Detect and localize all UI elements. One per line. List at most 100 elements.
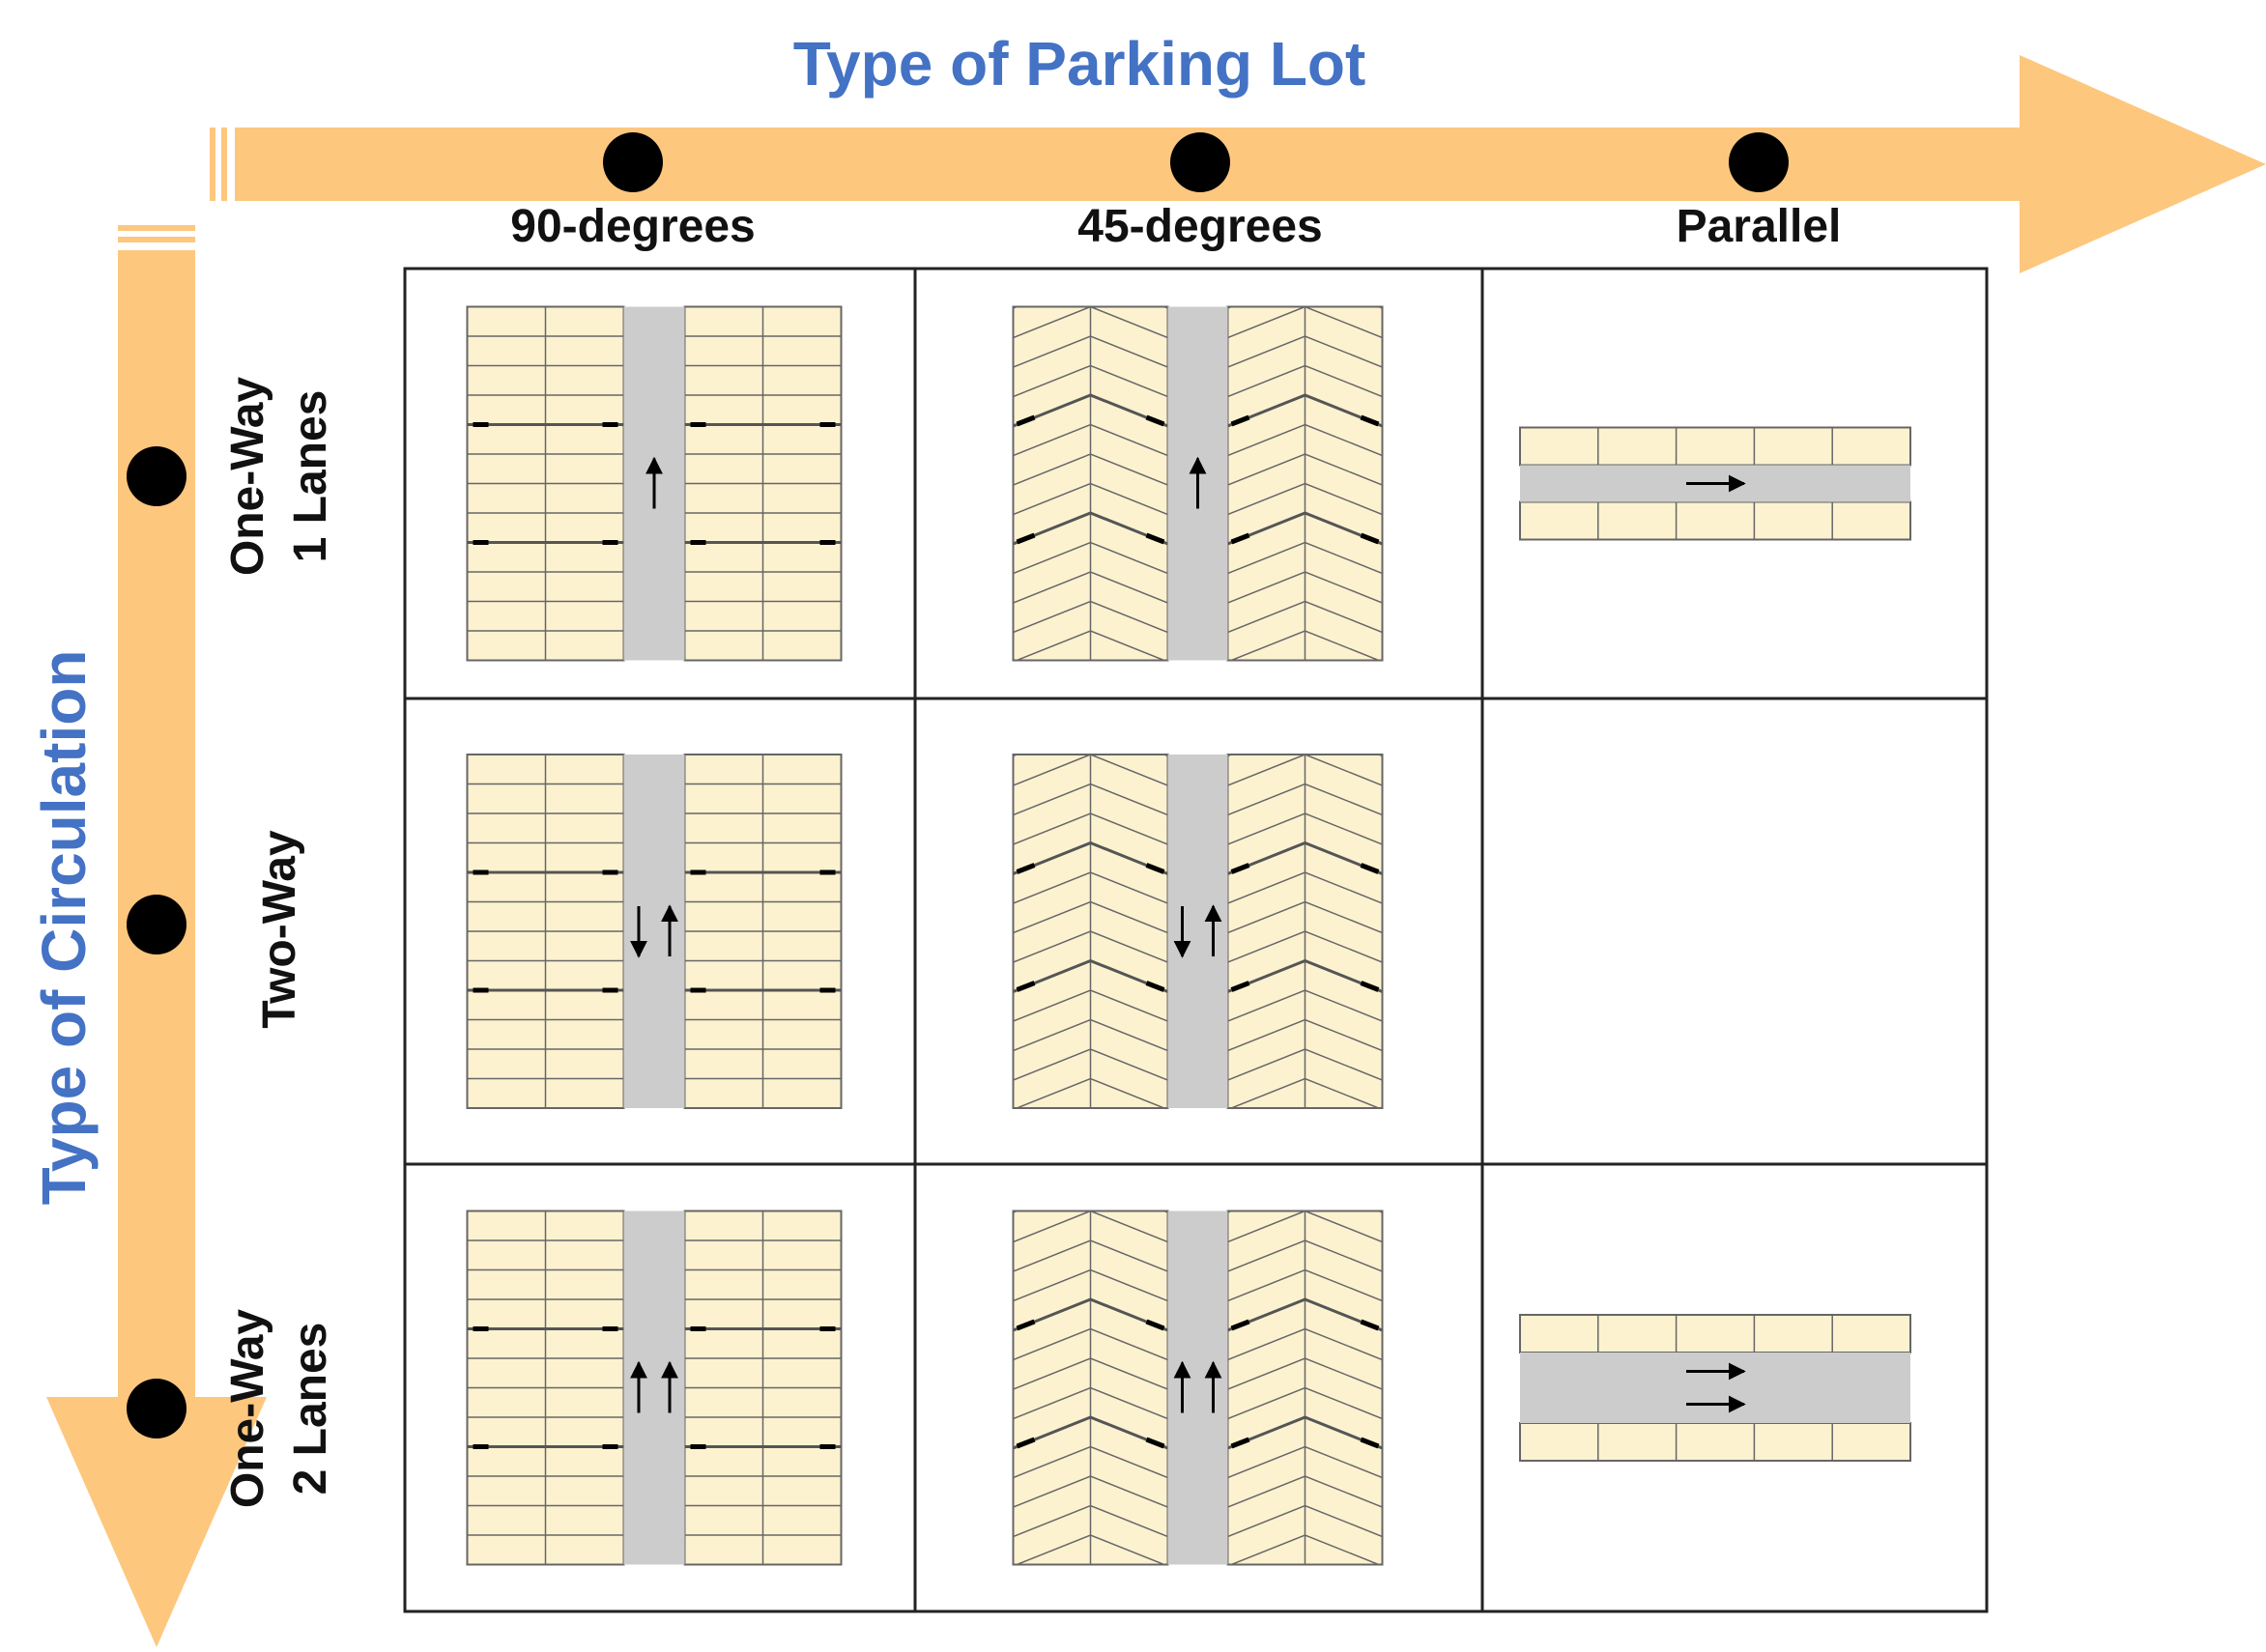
x-axis-arrow-tail-stripe-2	[221, 128, 227, 201]
stall-line-diagonal	[1013, 1475, 1168, 1508]
island-separator	[1013, 511, 1168, 546]
stall-line-diagonal	[1013, 306, 1168, 339]
stall-line-diagonal	[1227, 1211, 1383, 1243]
stall-line-diagonal	[1227, 1211, 1383, 1213]
stall-line-diagonal	[1013, 306, 1168, 309]
column-label-90-degrees: 90-degrees	[510, 201, 755, 252]
curb-stop	[1360, 1437, 1380, 1449]
stall-line-diagonal	[1228, 1594, 1383, 1625]
curb-stop	[1145, 1319, 1165, 1331]
stall-line-diagonal	[1227, 755, 1383, 757]
x-axis-title: Type of Parking Lot	[793, 29, 1366, 99]
aisle	[623, 755, 685, 1108]
stall-line-diagonal	[1013, 1211, 1168, 1213]
stall-line-diagonal	[1013, 1357, 1168, 1390]
stall-line-diagonal	[1088, 1563, 1093, 1565]
curb-stop	[1016, 981, 1036, 992]
stall-line-diagonal	[1227, 1268, 1383, 1302]
stall-line-diagonal	[1227, 364, 1383, 398]
curb-stop	[1016, 1437, 1036, 1449]
y-axis-title: Type of Circulation	[29, 650, 99, 1206]
y-axis-arrow-shaft	[118, 250, 195, 1402]
stall-line-diagonal	[1013, 1211, 1168, 1243]
stall-line-diagonal	[1227, 1445, 1383, 1479]
island-separator	[1227, 1415, 1383, 1450]
stall-line-diagonal	[1013, 1048, 1168, 1081]
chevron-lines-right	[1227, 1211, 1383, 1625]
stall-line-diagonal	[1227, 1475, 1383, 1508]
stall-line-diagonal	[1013, 755, 1168, 757]
stall-line-diagonal	[1013, 571, 1168, 604]
column-label-parallel: Parallel	[1677, 201, 1842, 252]
stall-line-diagonal	[1303, 1563, 1307, 1565]
x-axis-dot-90-degrees	[603, 132, 663, 192]
stall-line-diagonal	[1227, 541, 1383, 575]
stall-line-diagonal	[1227, 453, 1383, 486]
cell-r2-c2	[1012, 754, 1384, 1109]
curb-stop	[1016, 1319, 1036, 1331]
stall-line-diagonal	[1013, 989, 1168, 1022]
cell-r3-c2	[1012, 1210, 1384, 1625]
curb-stop	[1230, 1319, 1250, 1331]
curb-stop	[1360, 981, 1380, 992]
curb-stop	[1360, 863, 1380, 874]
aisle	[1520, 1353, 1910, 1423]
island-separator	[1227, 1297, 1383, 1332]
stall-row-top	[1519, 426, 1911, 467]
stall-line-diagonal	[1013, 1018, 1168, 1052]
curb-stop	[1360, 532, 1380, 545]
stall-line-diagonal	[1229, 630, 1381, 661]
curb-stop	[1230, 863, 1250, 874]
island-separator	[1013, 1415, 1168, 1450]
column-label-45-degrees: 45-degrees	[1077, 201, 1322, 252]
stall-line-diagonal	[1227, 900, 1383, 934]
curb-stop	[1016, 532, 1036, 545]
chevron-lines-left	[1013, 755, 1168, 1108]
chevron-lines-right	[1227, 755, 1383, 1108]
island-separator	[1013, 958, 1168, 993]
row-label-one-way-1-lane-line2: 1 Lanes	[285, 390, 336, 563]
y-axis-arrow-tail-stripe-2	[118, 237, 195, 242]
stall-line-diagonal	[1015, 630, 1166, 661]
stall-line-diagonal	[1013, 783, 1168, 816]
stall-line-diagonal	[1227, 482, 1383, 516]
stall-line-diagonal	[1227, 335, 1383, 368]
row-label-two-way: Two-Way	[254, 830, 305, 1029]
stall-line-diagonal	[1013, 364, 1168, 398]
stall-line-diagonal	[1013, 812, 1168, 845]
stall-row-top	[1519, 1314, 1911, 1353]
stall-line-diagonal	[1227, 1504, 1383, 1538]
curb-stop	[1360, 414, 1380, 427]
x-axis-arrow	[210, 55, 2266, 273]
stall-line-diagonal	[1227, 1048, 1383, 1081]
y-axis-arrow	[46, 225, 267, 1647]
stall-line-diagonal	[1227, 930, 1383, 963]
stall-line-diagonal	[1088, 1107, 1093, 1108]
stall-line-diagonal	[1013, 1386, 1168, 1420]
stall-line-diagonal	[1227, 1386, 1383, 1420]
curb-stop	[1145, 863, 1165, 874]
chevron-lines-left	[1013, 1211, 1168, 1625]
stall-line-diagonal	[1227, 1018, 1383, 1052]
stall-line-diagonal	[1015, 1534, 1166, 1565]
y-axis-arrow-head	[46, 1397, 267, 1647]
curb-stop	[1360, 1319, 1380, 1331]
curb-stop	[1230, 1437, 1250, 1449]
y-axis-arrow-tail-stripe-1	[118, 225, 195, 231]
island-separator	[1013, 1297, 1168, 1332]
stall-line-diagonal	[1013, 600, 1168, 634]
x-axis-arrow-shaft	[235, 128, 2022, 201]
stall-line-diagonal	[1013, 930, 1168, 963]
stall-row-bottom	[1519, 1422, 1911, 1462]
matrix-grid	[403, 267, 1989, 1613]
stall-line-diagonal	[1014, 1594, 1168, 1625]
stall-line-diagonal	[1227, 871, 1383, 904]
stall-line-diagonal	[1014, 690, 1168, 721]
x-axis-arrow-tail-stripe-1	[210, 128, 215, 201]
stall-line-diagonal	[1013, 1268, 1168, 1302]
aisle	[623, 1211, 685, 1565]
island-separator	[1227, 958, 1383, 993]
stall-line-diagonal	[1227, 306, 1383, 309]
stall-line-diagonal	[1227, 783, 1383, 816]
